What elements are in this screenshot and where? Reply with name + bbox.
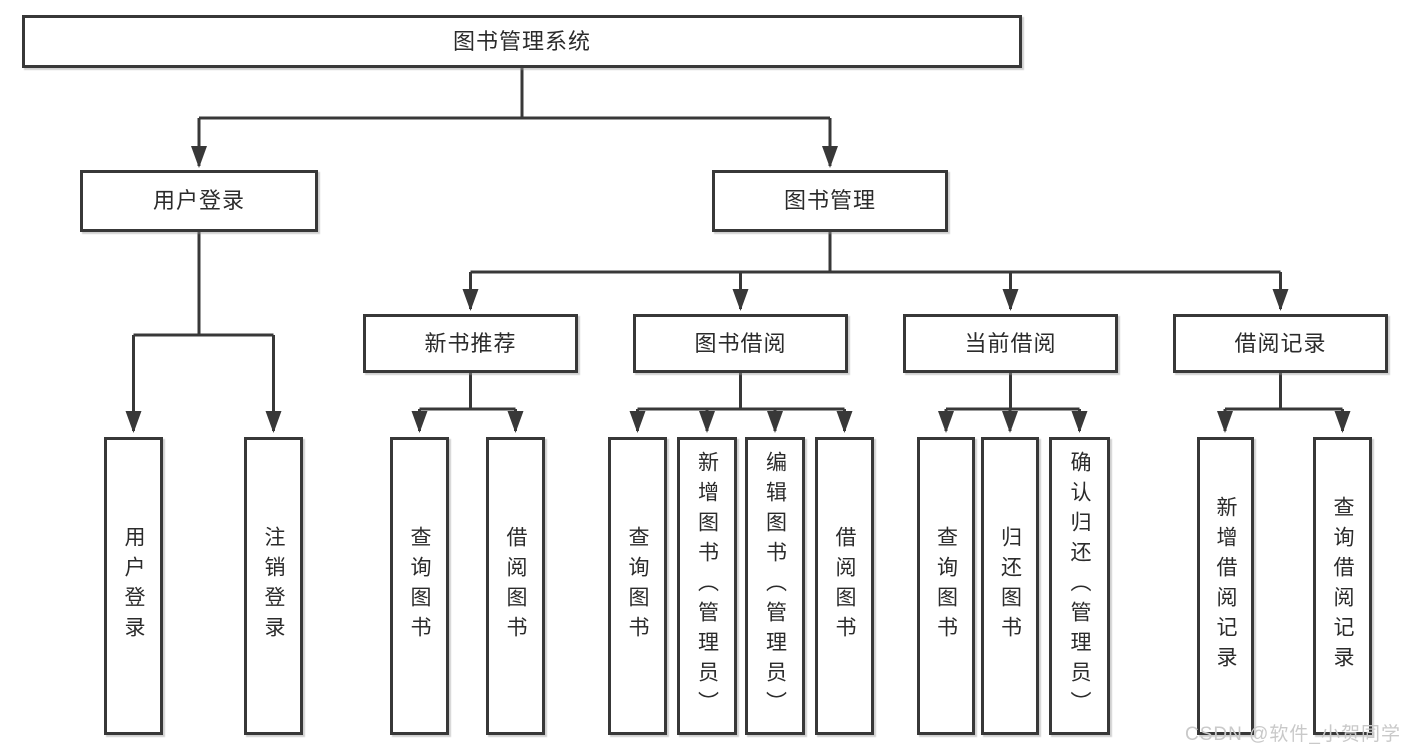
leaf-borrow-edit-label: 编辑图书（管理员） <box>763 451 787 721</box>
leaf-borrow-query: 查询图书 <box>608 437 667 735</box>
node-new-book-label: 新书推荐 <box>424 330 517 356</box>
connectors-current-borrow <box>938 373 1088 433</box>
leaf-borrow-query-label: 查询图书 <box>626 526 649 646</box>
leaf-logout-label: 注销登录 <box>262 526 285 646</box>
leaf-user-login-label: 用户登录 <box>122 526 145 646</box>
node-current-borrow: 当前借阅 <box>903 314 1118 373</box>
leaf-newbook-borrow-label: 借阅图书 <box>504 526 527 646</box>
leaf-record-query-label: 查询借阅记录 <box>1331 496 1354 676</box>
node-current-borrow-label: 当前借阅 <box>964 330 1057 356</box>
node-user-login-label: 用户登录 <box>152 188 245 213</box>
leaf-newbook-query-label: 查询图书 <box>408 526 431 646</box>
leaf-record-query: 查询借阅记录 <box>1313 437 1372 735</box>
csdn-watermark: CSDN @软件_小贺同学 <box>1185 724 1401 745</box>
leaf-newbook-borrow: 借阅图书 <box>486 437 545 735</box>
leaf-current-return: 归还图书 <box>981 437 1039 735</box>
connectors-new-book <box>411 373 524 433</box>
leaf-current-return-label: 归还图书 <box>998 526 1022 646</box>
leaf-logout: 注销登录 <box>244 437 303 735</box>
leaf-newbook-query: 查询图书 <box>390 437 449 735</box>
node-book-mgmt-label: 图书管理 <box>783 188 876 213</box>
connectors-book-mgmt <box>462 232 1289 311</box>
leaf-record-add-label: 新增借阅记录 <box>1214 496 1237 676</box>
node-book-mgmt: 图书管理 <box>712 170 948 232</box>
leaf-record-add: 新增借阅记录 <box>1197 437 1254 735</box>
leaf-borrow-add-label: 新增图书（管理员） <box>695 451 719 721</box>
node-root: 图书管理系统 <box>22 15 1022 68</box>
leaf-current-query: 查询图书 <box>917 437 975 735</box>
node-book-borrow: 图书借阅 <box>633 314 848 373</box>
node-root-label: 图书管理系统 <box>452 28 591 54</box>
connectors-root <box>191 68 838 168</box>
leaf-borrow-borrow-label: 借阅图书 <box>833 526 856 646</box>
connectors-book-borrow <box>629 373 853 433</box>
leaf-borrow-edit: 编辑图书（管理员） <box>745 437 805 735</box>
leaf-borrow-borrow: 借阅图书 <box>815 437 874 735</box>
connectors-user-login <box>125 232 282 433</box>
leaf-user-login: 用户登录 <box>104 437 163 735</box>
node-user-login: 用户登录 <box>80 170 318 232</box>
leaf-current-confirm-label: 确认归还（管理员） <box>1068 451 1091 721</box>
leaf-current-confirm: 确认归还（管理员） <box>1049 437 1110 735</box>
leaf-borrow-add: 新增图书（管理员） <box>677 437 737 735</box>
node-book-borrow-label: 图书借阅 <box>694 330 787 356</box>
node-borrow-record: 借阅记录 <box>1173 314 1388 373</box>
leaf-current-query-label: 查询图书 <box>934 526 958 646</box>
node-borrow-record-label: 借阅记录 <box>1234 330 1327 356</box>
connectors-borrow-record <box>1217 373 1351 433</box>
node-new-book: 新书推荐 <box>363 314 578 373</box>
